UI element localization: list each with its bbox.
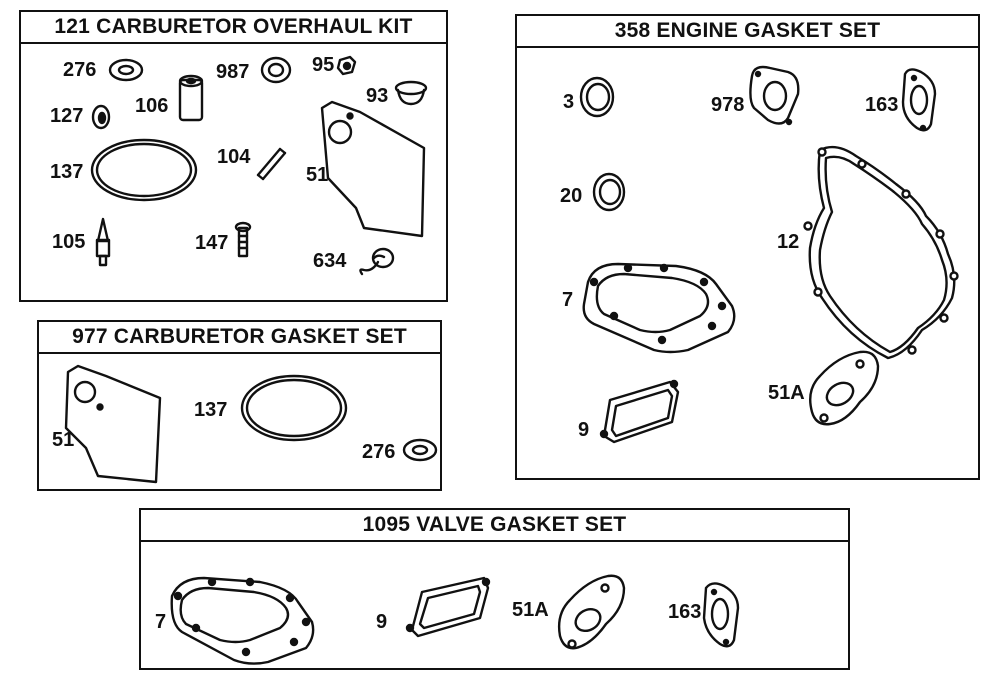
- part-93-plug-drawing: [394, 80, 428, 106]
- part-978-gasket-drawing: [749, 65, 800, 126]
- label-51b: 51: [52, 429, 75, 451]
- carburetor-overhaul-kit-title: 121 CARBURETOR OVERHAUL KIT: [21, 12, 446, 44]
- part-137-oring-drawing: [90, 138, 198, 202]
- label-634: 634: [313, 250, 347, 272]
- label-163b: 163: [668, 601, 702, 623]
- label-163: 163: [865, 94, 899, 116]
- label-93: 93: [366, 85, 389, 107]
- label-7b: 7: [155, 611, 167, 633]
- part-51b-plate-drawing: [64, 364, 162, 484]
- part-634-clip-drawing: [359, 247, 395, 276]
- part-95-screw-drawing: [336, 55, 357, 76]
- label-51a-b: 51A: [512, 599, 549, 621]
- label-137: 137: [50, 161, 84, 183]
- part-105-needle-drawing: [95, 217, 111, 267]
- part-51-plate-drawing: [320, 100, 426, 238]
- engine-gasket-set-title: 358 ENGINE GASKET SET: [517, 16, 978, 48]
- part-12-crankcase-gasket-drawing: [803, 145, 959, 360]
- part-104-pin-drawing: [256, 147, 287, 181]
- label-51a: 51A: [768, 382, 805, 404]
- part-147-screw-drawing: [234, 221, 252, 258]
- label-51: 51: [306, 164, 329, 186]
- part-276-washer-drawing: [108, 58, 144, 82]
- label-3: 3: [563, 91, 575, 113]
- part-51a-b-gasket-drawing: [557, 574, 626, 650]
- part-20-seal-drawing: [592, 172, 626, 212]
- label-276b: 276: [362, 441, 396, 463]
- label-106: 106: [135, 95, 169, 117]
- valve-gasket-set-box: 1095 VALVE GASKET SET: [139, 508, 850, 670]
- label-12: 12: [777, 231, 800, 253]
- label-7: 7: [562, 289, 574, 311]
- part-163-gasket-drawing: [901, 68, 937, 132]
- part-276b-washer-drawing: [402, 438, 438, 462]
- part-127-seal-drawing: [91, 104, 111, 130]
- label-987: 987: [216, 61, 250, 83]
- valve-gasket-set-title: 1095 VALVE GASKET SET: [141, 510, 848, 542]
- part-3-seal-drawing: [579, 76, 615, 118]
- part-137b-oring-drawing: [240, 374, 348, 442]
- label-137b: 137: [194, 399, 228, 421]
- engine-gasket-set-box: 358 ENGINE GASKET SET: [515, 14, 980, 480]
- carburetor-overhaul-kit-box: 121 CARBURETOR OVERHAUL KIT: [19, 10, 448, 302]
- label-276: 276: [63, 59, 97, 81]
- carburetor-gasket-set-box: 977 CARBURETOR GASKET SET: [37, 320, 442, 491]
- part-163b-gasket-drawing: [702, 582, 740, 648]
- label-105: 105: [52, 231, 86, 253]
- carburetor-gasket-set-title: 977 CARBURETOR GASKET SET: [39, 322, 440, 354]
- label-127: 127: [50, 105, 84, 127]
- part-987-ring-drawing: [260, 56, 292, 84]
- label-978: 978: [711, 94, 745, 116]
- part-9-cover-gasket-drawing: [599, 379, 680, 444]
- label-147: 147: [195, 232, 229, 254]
- label-9b: 9: [376, 611, 388, 633]
- label-9: 9: [578, 419, 590, 441]
- part-106-cylinder-drawing: [178, 74, 204, 122]
- part-51a-gasket-drawing: [809, 350, 880, 426]
- part-9b-cover-gasket-drawing: [405, 576, 491, 638]
- label-95: 95: [312, 54, 335, 76]
- part-7-head-gasket-drawing: [582, 262, 736, 354]
- label-104: 104: [217, 146, 251, 168]
- label-20: 20: [560, 185, 583, 207]
- part-7b-head-gasket-drawing: [170, 576, 315, 665]
